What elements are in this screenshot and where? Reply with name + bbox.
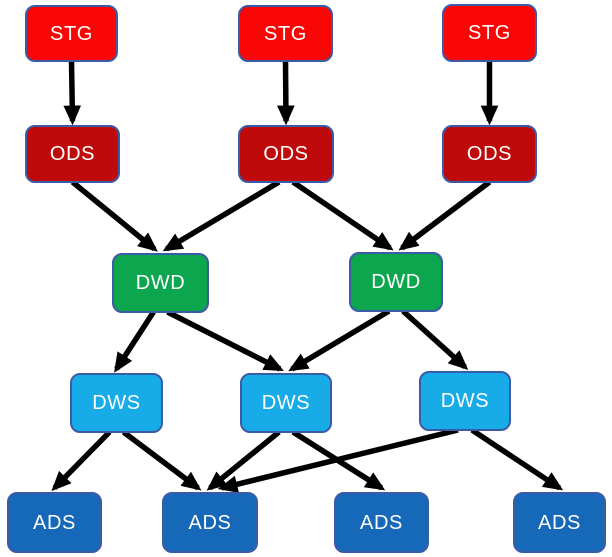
node-ods2: ODS: [238, 125, 334, 183]
node-label: ADS: [188, 511, 232, 534]
node-ods1: ODS: [25, 125, 120, 183]
edge-dws1-ads1: [51, 430, 112, 492]
node-ads4: ADS: [513, 492, 606, 553]
edge-ods2-dwd2: [291, 179, 394, 251]
node-stg2: STG: [238, 5, 333, 62]
node-dws2: DWS: [240, 373, 332, 433]
node-label: STG: [50, 22, 93, 45]
edge-dwd2-dws3: [401, 308, 469, 370]
node-ads3: ADS: [334, 492, 429, 553]
node-ads1: ADS: [7, 492, 102, 553]
edge-dwd1-dws2: [166, 309, 284, 372]
edge-ods3-dwd2: [398, 179, 492, 251]
node-ods3: ODS: [442, 125, 537, 183]
edge-dwd2-dws2: [288, 308, 391, 372]
edge-ods2-dwd1: [162, 179, 281, 252]
node-label: DWS: [440, 390, 490, 412]
node-label: DWS: [92, 392, 141, 414]
edge-dws3-ads2: [217, 427, 459, 493]
edge-dwd1-dws1: [114, 310, 156, 373]
node-dws1: DWS: [70, 373, 163, 433]
node-label: STG: [264, 22, 307, 45]
node-label: ODS: [263, 143, 309, 165]
edge-dws1-ads2: [121, 429, 202, 491]
node-label: ADS: [538, 511, 581, 534]
node-label: ODS: [466, 143, 513, 165]
node-stg3: STG: [442, 4, 537, 62]
node-ads2: ADS: [162, 492, 258, 553]
node-dws3: DWS: [419, 371, 511, 431]
edge-stg2-ods2: [277, 60, 295, 126]
edge-dws2-ads2: [206, 429, 281, 491]
node-label: ODS: [49, 143, 96, 165]
node-dwd1: DWD: [112, 253, 209, 313]
edge-dws3-ads4: [470, 427, 564, 491]
node-label: ADS: [360, 511, 403, 534]
node-stg1: STG: [25, 5, 118, 62]
node-label: DWS: [261, 392, 311, 414]
node-label: ADS: [33, 511, 76, 534]
node-dwd2: DWD: [349, 252, 443, 312]
node-label: DWD: [371, 271, 421, 293]
edge-stg1-ods1: [63, 60, 82, 126]
node-label: STG: [468, 22, 511, 44]
node-label: DWD: [135, 272, 186, 294]
edge-ods1-dwd1: [70, 179, 158, 252]
